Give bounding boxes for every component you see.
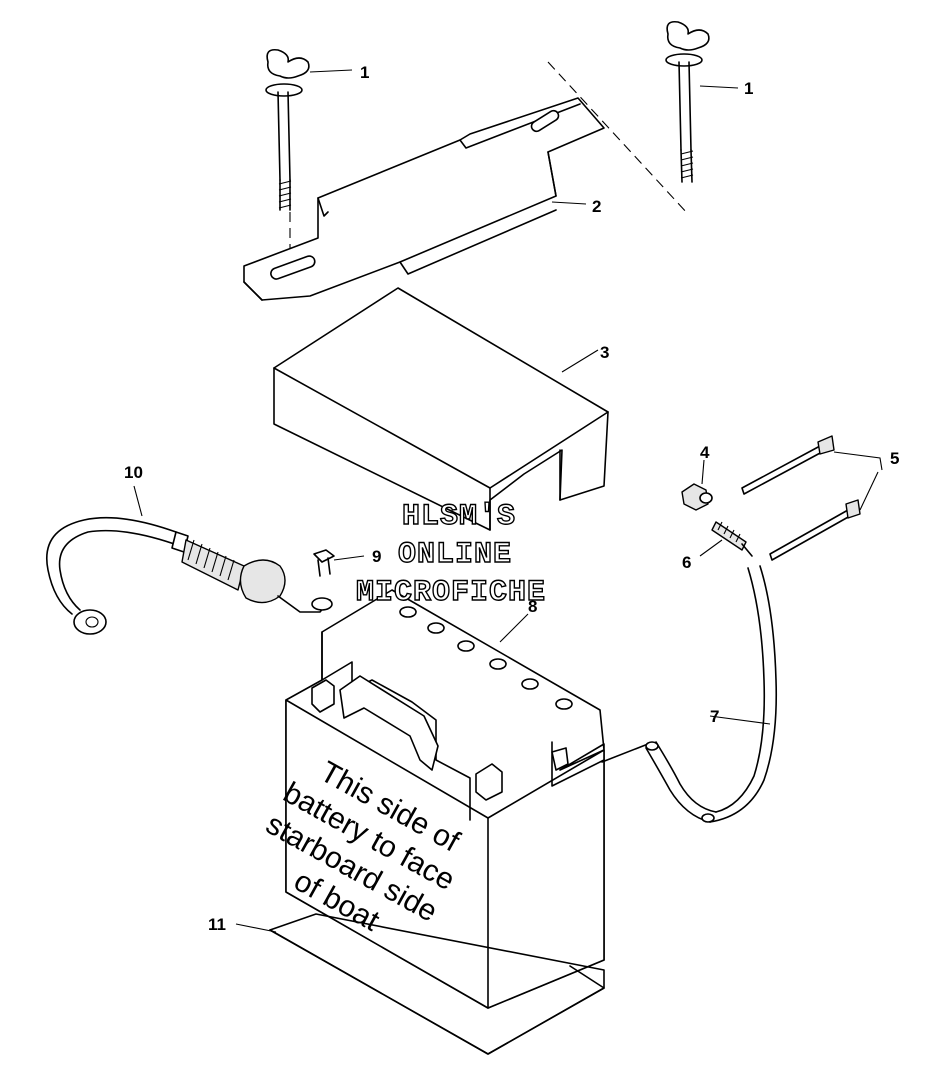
mat-outline [269, 929, 605, 1055]
small-bolt [313, 549, 335, 577]
wing-bolt-right [665, 20, 710, 183]
wing-bolt-left [265, 48, 310, 211]
callout-3: 3 [600, 343, 609, 362]
callout-1-right: 1 [744, 79, 753, 98]
callout-10: 10 [124, 463, 143, 482]
callout-5: 5 [890, 449, 899, 468]
callout-7: 7 [710, 707, 719, 726]
callout-4: 4 [700, 443, 710, 462]
battery-cable [46, 516, 333, 635]
battery [285, 589, 605, 1009]
callout-6: 6 [682, 553, 691, 572]
callout-1-left: 1 [360, 63, 369, 82]
watermark-line-3: MICROFICHE [356, 576, 546, 610]
vent-hose [601, 565, 778, 823]
battery-cover [273, 287, 609, 531]
callout-2: 2 [592, 197, 601, 216]
hold-down-bracket [243, 97, 605, 301]
alignment-dash-line [547, 61, 689, 215]
watermark-line-1: HLSM'S [402, 500, 516, 534]
leader-lines [133, 69, 883, 933]
callout-9: 9 [372, 547, 381, 566]
callout-11: 11 [208, 915, 226, 934]
cable-ties [741, 435, 861, 561]
barbed-connector [711, 521, 753, 557]
callout-8: 8 [528, 597, 537, 616]
elbow-fitting [681, 483, 713, 511]
watermark-line-2: ONLINE [398, 538, 512, 572]
